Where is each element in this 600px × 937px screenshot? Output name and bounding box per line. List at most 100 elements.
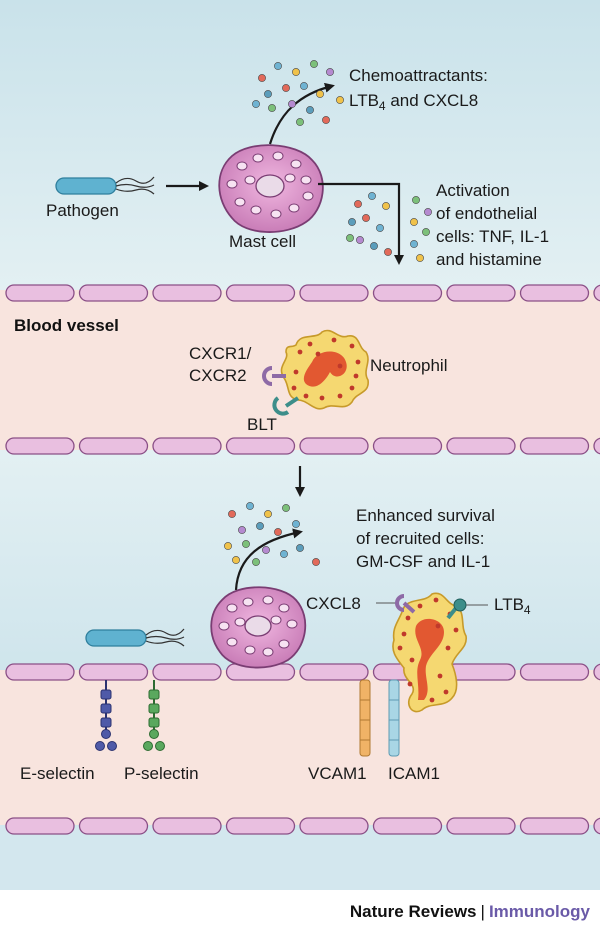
endothelial-cell [446,437,516,455]
survival-label-line1: Enhanced survival [356,506,495,525]
granule [303,393,309,399]
granule [319,395,325,401]
granule [226,179,238,189]
granule [302,191,314,201]
endothelial-cell [519,817,590,835]
molecule-dot [238,526,246,534]
endothelial-cell [372,284,443,302]
granule [262,647,274,657]
icam1-label: ICAM1 [388,764,440,783]
selectin-domain [143,741,153,751]
endothelial-cell [152,437,222,455]
cxcr-label-line1: CXCR1/ [189,344,252,363]
molecule-dot [296,118,304,126]
pathogen-label: Pathogen [46,201,119,220]
molecule-dot [292,68,300,76]
granule [445,645,451,651]
molecule-dot [262,546,270,554]
ltb4-label: LTB4 [494,595,531,617]
granule [417,603,423,609]
molecule-dot [252,558,260,566]
molecule-dot [412,196,420,204]
granule [437,673,443,679]
granule [293,369,299,375]
molecule-dot [410,240,418,248]
activation-arrow [318,182,404,265]
granule [288,203,300,213]
granule [355,359,361,365]
granule [397,645,403,651]
chemoattractants-label-line1: Chemoattractants: [349,66,488,85]
vessel-lumen-bottom [0,670,600,825]
molecule-dot [336,96,344,104]
endothelial-cell [593,284,600,302]
granule [315,351,321,357]
journal-name: Immunology [488,902,590,921]
granule [300,175,312,185]
molecule-dot [296,544,304,552]
neutrophil-granules [291,337,361,401]
endothelial-cell [225,817,296,835]
vcam1-label: VCAM1 [308,764,367,783]
molecule-dot [310,60,318,68]
molecule-dot [252,100,260,108]
endothelial-cell [446,663,516,681]
chemoattractants-label-line2: LTB4 and CXCL8 [349,91,478,113]
ltb4-bound-receptor [446,598,488,620]
molecule-dot [280,550,288,558]
molecule-dot [356,236,364,244]
endothelium-row-lower [5,663,600,681]
molecule-dot [258,74,266,82]
mast-cell-label: Mast cell [229,232,296,251]
selectin-domain [148,717,160,728]
selectin-domain [148,689,160,700]
mast-cell-top [218,144,324,233]
molecule-dot [256,522,264,530]
endothelial-cell [299,284,369,302]
cxcl8-receptor [376,594,416,614]
molecule-dot [370,242,378,250]
molecule-dot [416,254,424,262]
endothelial-cell [519,284,590,302]
mast-cell-bottom [210,586,307,669]
molecule-dot [268,104,276,112]
endothelial-cell [593,817,600,835]
granule [278,639,290,649]
selectin-domain [95,741,105,751]
endothelium-row-bottom [5,817,600,835]
endothelial-cell [299,437,369,455]
endothelial-cell [225,284,296,302]
survival-label-line3: GM-CSF and IL-1 [356,552,490,571]
molecule-dot [242,540,250,548]
endothelial-cell [519,437,590,455]
selectin-domain [100,717,112,728]
molecule-dot [316,90,324,98]
molecule-dot [264,510,272,518]
endothelial-cell [5,437,75,455]
granule [429,697,435,703]
endothelial-cell [593,437,600,455]
molecule-dot [424,208,432,216]
endothelial-cell [593,663,600,681]
endothelial-cell [78,437,149,455]
molecule-dot [300,82,308,90]
cxcr-receptor [262,366,286,386]
granule [234,197,246,207]
vcam1-molecule [359,679,371,757]
molecule-dot [384,248,392,256]
selectin-domain [100,689,112,700]
granule [337,363,343,369]
p-selectin-label: P-selectin [124,764,199,783]
granule [353,373,359,379]
molecule-dot [346,234,354,242]
endothelial-cell [5,663,75,681]
granule [236,161,248,171]
granule [401,631,407,637]
granule [290,159,302,169]
granule [244,175,256,185]
granule [407,681,413,687]
endothelial-cell [152,284,222,302]
molecule-dot [306,106,314,114]
endothelial-cell [152,817,222,835]
granule [331,337,337,343]
